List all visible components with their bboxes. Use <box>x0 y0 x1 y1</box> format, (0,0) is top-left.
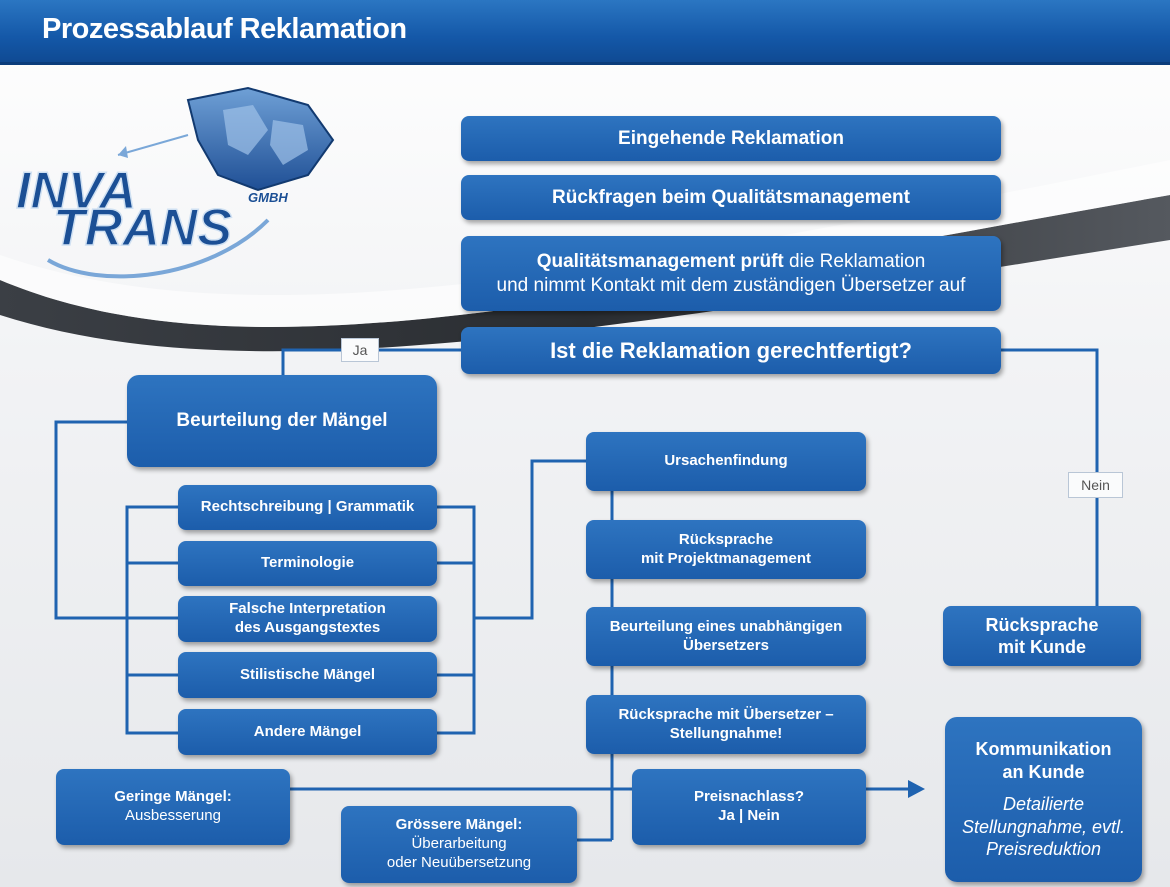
customer-communication-box: Kommunikation an Kunde Detailierte Stell… <box>945 717 1142 882</box>
pm-consult-box: Rücksprache mit Projektmanagement <box>586 520 866 579</box>
arrow-to-communication <box>908 780 925 798</box>
justified-question-box: Ist die Reklamation gerechtfertigt? <box>461 327 1001 374</box>
discount-box: Preisnachlass? Ja | Nein <box>632 769 866 845</box>
qm-queries-box: Rückfragen beim Qualitätsmanagement <box>461 175 1001 220</box>
company-logo: INVA TRANS GMBH <box>8 80 358 300</box>
connector-yes <box>281 348 462 378</box>
defect-style: Stilistische Mängel <box>178 652 437 698</box>
qm-check-box: Qualitätsmanagement prüft die Reklamatio… <box>461 236 1001 311</box>
connector-assessment-interpretation <box>54 420 178 620</box>
logo-graphic: INVA TRANS GMBH <box>15 86 335 279</box>
customer-consult-box: Rücksprache mit Kunde <box>943 606 1141 666</box>
no-label: Nein <box>1068 472 1123 498</box>
translator-consult-box: Rücksprache mit Übersetzer – Stellungnah… <box>586 695 866 754</box>
minor-defects-box: Geringe Mängel: Ausbesserung <box>56 769 290 845</box>
major-defects-box: Grössere Mängel: Überarbeitung oder Neuü… <box>341 806 577 883</box>
connector-defects-right <box>437 505 476 735</box>
logo-suffix: GMBH <box>248 190 288 205</box>
qm-check-bold: Qualitätsmanagement prüft <box>536 250 784 272</box>
independent-review-box: Beurteilung eines unabhängigen Übersetze… <box>586 607 866 666</box>
header-bar: Prozessablauf Reklamation <box>0 0 1170 65</box>
defect-misinterpretation: Falsche Interpretation des Ausgangstexte… <box>178 596 437 642</box>
connector-defects-left <box>125 505 178 735</box>
connector-no <box>1000 348 1099 608</box>
defect-spelling-grammar: Rechtschreibung | Grammatik <box>178 485 437 530</box>
connector-to-ursachen <box>474 459 586 620</box>
defect-other: Andere Mängel <box>178 709 437 755</box>
defect-terminology: Terminologie <box>178 541 437 586</box>
page-title: Prozessablauf Reklamation <box>42 13 407 45</box>
yes-label: Ja <box>341 338 379 362</box>
logo-text-line2: TRANS <box>53 199 232 257</box>
logo-text-line1: INVA <box>16 162 136 220</box>
incoming-complaint-box: Eingehende Reklamation <box>461 116 1001 161</box>
root-cause-box: Ursachenfindung <box>586 432 866 491</box>
defect-assessment-box: Beurteilung der Mängel <box>127 375 437 467</box>
